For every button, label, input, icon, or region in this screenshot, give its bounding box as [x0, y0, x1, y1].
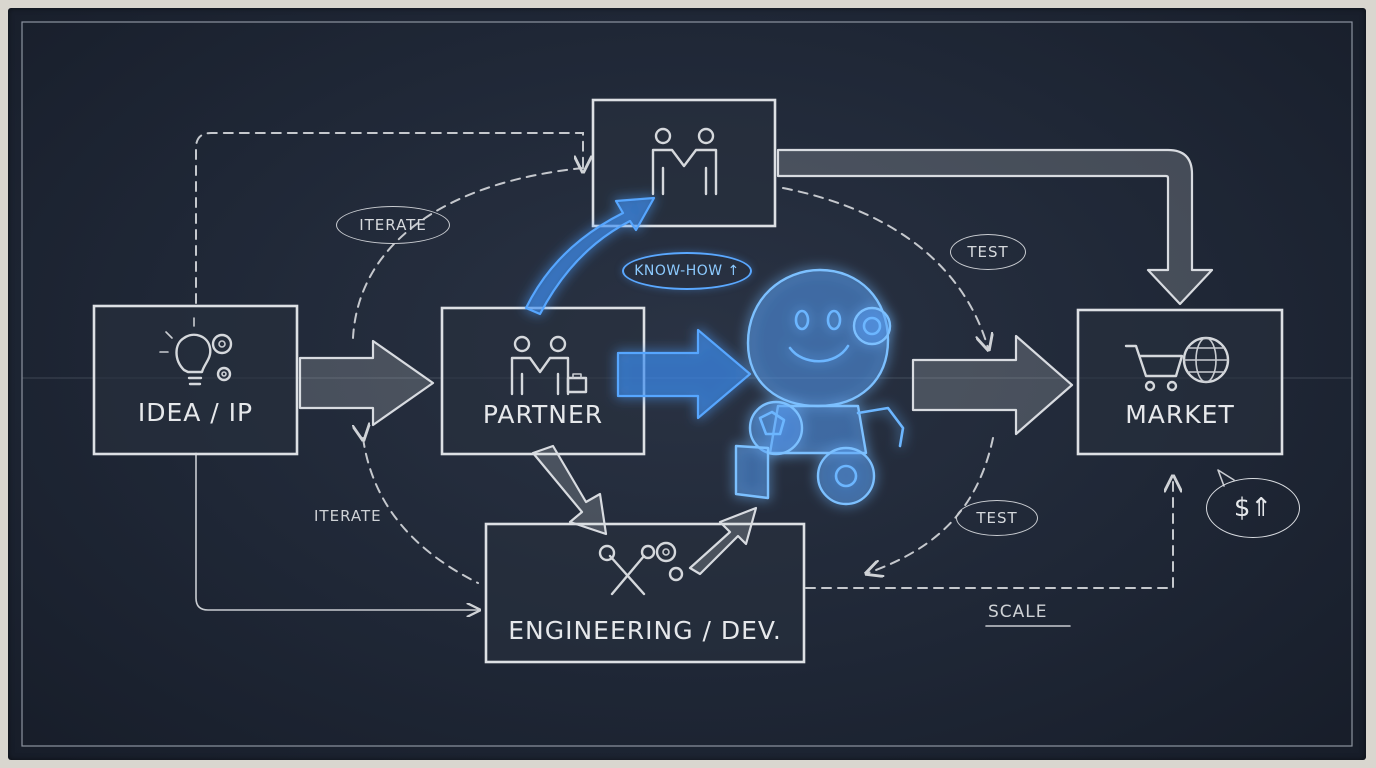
outer-frame — [21, 21, 1353, 747]
handshake-icon — [651, 127, 718, 196]
partner-to-robot-blue-arrow — [616, 328, 752, 420]
test-loop-top-right — [782, 187, 988, 348]
engineering-to-robot-arrow — [688, 506, 758, 576]
iterate-bottom-label: ITERATE — [314, 507, 382, 525]
test-bottom-pill: TEST — [956, 500, 1038, 536]
iterate-top-pill: ITERATE — [336, 206, 450, 244]
revenue-bubble-tail — [1217, 469, 1235, 487]
market-box — [1076, 308, 1284, 456]
partner-to-engineering-arrow — [531, 444, 608, 536]
revenue-bubble: $⇑ — [1206, 478, 1300, 538]
handshake-to-market-arrow — [776, 148, 1214, 306]
partner-box — [440, 306, 646, 456]
diagram-canvas — [21, 21, 1353, 747]
engineering-to-market-scale-path — [805, 478, 1173, 589]
test-top-pill: TEST — [950, 234, 1026, 270]
wrench-gears-icon — [598, 541, 684, 596]
blueprint-board: IDEA / IP PARTNER ENGINEERING / DEV. MAR… — [8, 8, 1366, 760]
robot-with-soccer-ball-icon — [734, 268, 905, 506]
partners-briefcase-icon — [510, 335, 588, 396]
test-loop-bottom-right — [868, 437, 994, 573]
robot-to-market-arrow — [911, 334, 1074, 436]
lightbulb-gears-icon — [159, 317, 233, 386]
idea-to-handshake-dashed-path — [195, 132, 583, 304]
engineering-label: ENGINEERING / DEV. — [508, 616, 782, 645]
iterate-loop-bottom-left — [363, 438, 479, 584]
market-label: MARKET — [1125, 400, 1235, 429]
idea-label: IDEA / IP — [137, 398, 254, 427]
partner-label: PARTNER — [482, 400, 604, 429]
cart-globe-icon — [1124, 336, 1230, 392]
partner-to-handshake-blue-arrow — [524, 196, 656, 316]
idea-to-partner-arrow — [298, 339, 435, 427]
know-how-pill: KNOW-HOW ↑ — [622, 252, 752, 290]
scale-label: SCALE — [988, 602, 1048, 622]
idea-box — [92, 304, 299, 456]
idea-to-engineering-path — [195, 452, 478, 610]
